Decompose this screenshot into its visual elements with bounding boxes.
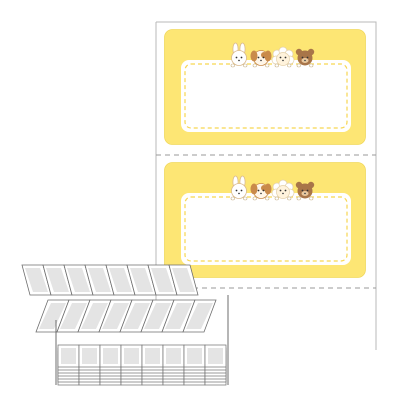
eye — [235, 56, 238, 59]
name-frame — [181, 60, 351, 132]
eye — [279, 189, 282, 192]
fanfold-label-stack — [21, 264, 229, 386]
paw — [287, 196, 292, 201]
stack-cell-inner — [145, 348, 160, 364]
nose — [304, 192, 306, 195]
bear-icon — [295, 48, 315, 68]
paw — [252, 63, 257, 68]
eye — [284, 189, 287, 192]
paw — [296, 196, 301, 201]
paw — [252, 196, 257, 201]
paw — [265, 196, 270, 201]
eye — [257, 56, 260, 59]
nose — [282, 192, 284, 195]
name-frame-dashes — [184, 196, 348, 262]
bear-icon — [295, 181, 315, 201]
puppy-icon — [250, 183, 272, 201]
stack-cell-inner — [61, 348, 76, 364]
sheep-icon — [271, 179, 295, 201]
stack-cell-inner — [60, 303, 87, 329]
paw — [296, 63, 301, 68]
stack-cell-inner — [109, 268, 132, 292]
stack-top-strip — [21, 264, 199, 296]
puppy-icon — [250, 50, 272, 68]
rabbit-head — [231, 50, 247, 66]
paw — [243, 63, 248, 68]
rabbit-icon — [230, 175, 248, 201]
stack-fold-strip — [35, 299, 217, 333]
name-frame — [181, 193, 351, 265]
eye — [279, 56, 282, 59]
nose — [304, 59, 306, 62]
stack-cell-inner — [39, 303, 66, 329]
sheep-icon — [271, 46, 295, 68]
rabbit-icon — [230, 42, 248, 68]
label-edge — [164, 29, 366, 145]
sheet-edge — [156, 21, 377, 350]
stack-cell-inner — [166, 348, 181, 364]
sheep-face — [276, 185, 290, 199]
puppy-spot — [261, 52, 267, 58]
label-bottom — [161, 159, 369, 281]
stack-cell-inner — [165, 303, 192, 329]
stack-cell-inner — [102, 303, 129, 329]
eye — [262, 189, 265, 192]
puppy-ear — [250, 183, 258, 195]
stack-cell-inner — [187, 348, 202, 364]
eye — [301, 56, 304, 59]
eye — [240, 56, 243, 59]
paw — [243, 196, 248, 201]
paw — [274, 63, 279, 68]
eye — [240, 189, 243, 192]
paw — [287, 63, 292, 68]
eye — [262, 56, 265, 59]
eye — [284, 56, 287, 59]
puppy-ear — [250, 50, 258, 62]
stack-cell-inner — [81, 303, 108, 329]
paw — [230, 63, 235, 68]
label-top — [161, 26, 369, 148]
stack-cell-inner — [123, 303, 150, 329]
stack-cell-inner — [144, 303, 171, 329]
eye — [306, 189, 309, 192]
eye — [257, 189, 260, 192]
stack-cell-inner — [151, 268, 174, 292]
paw — [274, 196, 279, 201]
eye — [306, 56, 309, 59]
paw — [265, 63, 270, 68]
stack-cell-inner — [103, 348, 118, 364]
nose — [282, 59, 284, 62]
stack-cell-inner — [124, 348, 139, 364]
label-sheet — [155, 21, 377, 360]
stack-cell-inner — [208, 348, 223, 364]
sheep-face — [276, 52, 290, 66]
nose — [260, 59, 262, 62]
stack-cell-inner — [186, 303, 213, 329]
stack-cell-inner — [46, 268, 69, 292]
stack-cell-inner — [67, 268, 90, 292]
nose — [260, 192, 262, 195]
name-frame-dashes — [184, 63, 348, 129]
stack-layer — [57, 344, 227, 368]
label-edge — [164, 162, 366, 278]
paw — [309, 63, 314, 68]
eye — [235, 189, 238, 192]
stack-cell-inner — [172, 268, 195, 292]
nose — [238, 59, 240, 62]
nose — [238, 192, 240, 195]
eye — [301, 189, 304, 192]
stack-cell-inner — [88, 268, 111, 292]
stack-cell-inner — [82, 348, 97, 364]
paw — [230, 196, 235, 201]
paw — [309, 196, 314, 201]
puppy-spot — [261, 185, 267, 191]
stack-cell-inner — [130, 268, 153, 292]
stack-cell-inner — [25, 268, 48, 292]
rabbit-head — [231, 183, 247, 199]
